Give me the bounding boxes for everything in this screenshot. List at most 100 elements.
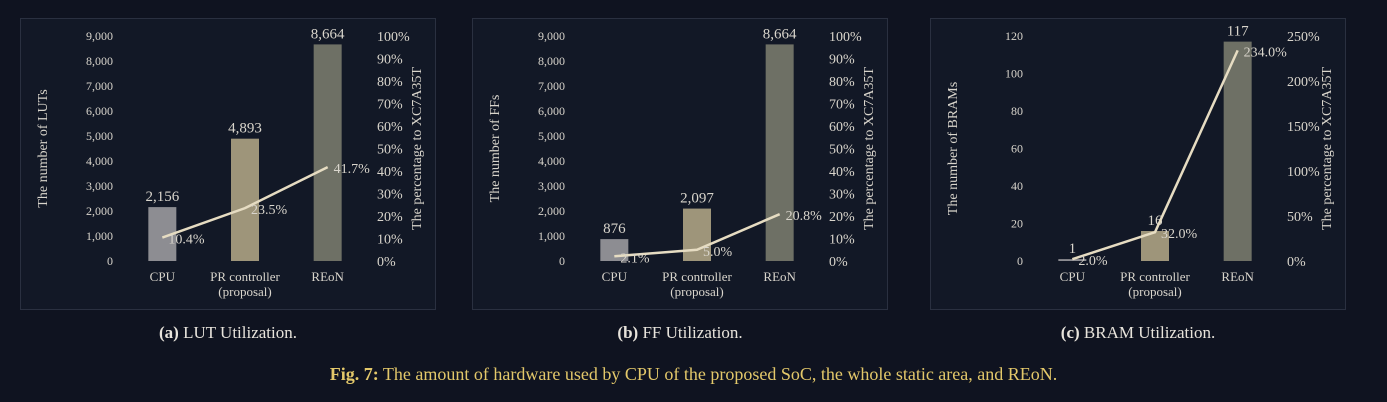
percentage-line [161,166,329,239]
caption-ff-label: (b) [617,323,639,342]
x-tick-label: REoN [763,269,796,284]
y-tick-label: 4,000 [86,154,113,168]
y2-tick-label: 50% [377,143,403,158]
x-tick-label: PR controller [1120,269,1190,284]
x-tick-label: CPU [150,269,176,284]
bar-value-label: 4,893 [228,121,262,137]
y2-tick-label: 60% [829,120,855,135]
x-tick-label: REoN [311,269,344,284]
y2-axis-title: The percentage to XC7A35T [862,67,877,230]
y-axis-title: The number of LUTs [36,89,51,207]
chart-panel-ff: The number of FFs The percentage to XC7A3… [472,18,888,310]
y2-tick-label: 100% [1287,165,1320,180]
y2-tick-label: 10% [829,233,855,248]
y2-tick-label: 10% [377,233,403,248]
y2-tick-label: 200% [1287,75,1320,90]
y-tick-label: 5,000 [538,129,565,143]
y-tick-label: 6,000 [538,104,565,118]
y-tick-label: 7,000 [538,79,565,93]
caption-lut-text: LUT Utilization. [183,323,298,342]
y-tick-label: 5,000 [86,129,113,143]
y2-tick-label: 20% [829,210,855,225]
y-tick-label: 3,000 [538,179,565,193]
bar-value-label: 1 [1069,241,1077,257]
line-value-label: 41.7% [334,162,371,177]
x-tick-label: CPU [1060,269,1086,284]
y2-tick-label: 40% [829,165,855,180]
line-value-label: 23.5% [251,203,288,218]
chart-ff: The number of FFs The percentage to XC7A3… [488,26,877,299]
line-value-label: 20.8% [786,209,823,224]
line-value-label: 234.0% [1244,45,1288,60]
line-value-label: 10.4% [168,233,205,248]
y-tick-label: 3,000 [86,179,113,193]
y2-axis-title: The percentage to XC7A35T [1320,67,1335,230]
bar-value-label: 117 [1227,24,1249,40]
chart-bram: The number of BRAMs The percentage to XC7… [946,24,1335,299]
y-tick-label: 0 [559,254,565,268]
y2-axis-title: The percentage to XC7A35T [410,67,425,230]
bar-reon [765,44,794,262]
y-axis-title: The number of BRAMs [946,82,961,215]
x-tick-label: REoN [1221,269,1254,284]
line-value-label: 32.0% [1161,227,1198,242]
y-tick-label: 4,000 [538,154,565,168]
y-tick-label: 0 [107,254,113,268]
y-tick-label: 60 [1011,142,1023,156]
y2-tick-label: 30% [829,188,855,203]
bar-reon [1223,41,1252,261]
bar-pr-controller [231,138,259,261]
y-tick-label: 80 [1011,104,1023,118]
y2-tick-label: 0% [1287,255,1306,270]
caption-ff-text: FF Utilization. [642,323,743,342]
line-value-label: 2.1% [620,251,650,266]
y-tick-label: 6,000 [86,104,113,118]
bar-pr-controller [683,208,711,261]
bar-value-label: 876 [603,221,626,237]
y-tick-label: 0 [1017,254,1023,268]
bar-value-label: 8,664 [763,26,797,42]
x-tick-label: CPU [602,269,628,284]
bar-value-label: 2,097 [680,191,714,207]
x-tick-label: PR controller [662,269,732,284]
y2-tick-label: 20% [377,210,403,225]
line-value-label: 2.0% [1078,254,1108,269]
caption-bram-text: BRAM Utilization. [1083,323,1216,342]
chart-lut: The number of LUTs The percentage to XC7A… [36,26,425,299]
x-tick-sublabel: (proposal) [218,284,271,299]
y2-tick-label: 0% [377,255,396,270]
y2-tick-label: 100% [377,30,410,45]
bar-value-label: 2,156 [145,189,179,205]
percentage-line [614,213,781,258]
y-tick-label: 1,000 [538,229,565,243]
y-axis-title: The number of FFs [488,95,503,203]
y2-tick-label: 60% [377,120,403,135]
y2-tick-label: 50% [1287,210,1313,225]
y2-tick-label: 70% [377,98,403,113]
bar-reon [313,44,342,262]
caption-lut-label: (a) [158,323,179,342]
y2-tick-label: 50% [829,143,855,158]
y-tick-label: 9,000 [86,29,113,43]
y2-tick-label: 90% [829,53,855,68]
figure-caption-label: Fig. 7: [329,364,379,384]
caption-lut: (a) LUT Utilization. [20,323,436,343]
y2-tick-label: 80% [829,75,855,90]
caption-ff: (b) FF Utilization. [472,323,888,343]
y2-tick-label: 80% [377,75,403,90]
y-tick-label: 1,000 [86,229,113,243]
y2-tick-label: 0% [829,255,848,270]
y-tick-label: 100 [1005,67,1023,81]
y-tick-label: 20 [1011,217,1023,231]
y-tick-label: 120 [1005,29,1023,43]
percentage-line [1071,49,1239,261]
x-tick-sublabel: (proposal) [670,284,723,299]
y2-tick-label: 150% [1287,120,1320,135]
y-tick-label: 2,000 [538,204,565,218]
y-tick-label: 40 [1011,179,1023,193]
chart-panel-bram: The number of BRAMs The percentage to XC7… [930,18,1346,310]
y2-tick-label: 90% [377,53,403,68]
y2-tick-label: 40% [377,165,403,180]
figure-caption: Fig. 7: The amount of hardware used by C… [0,364,1387,385]
x-tick-sublabel: (proposal) [1128,284,1181,299]
